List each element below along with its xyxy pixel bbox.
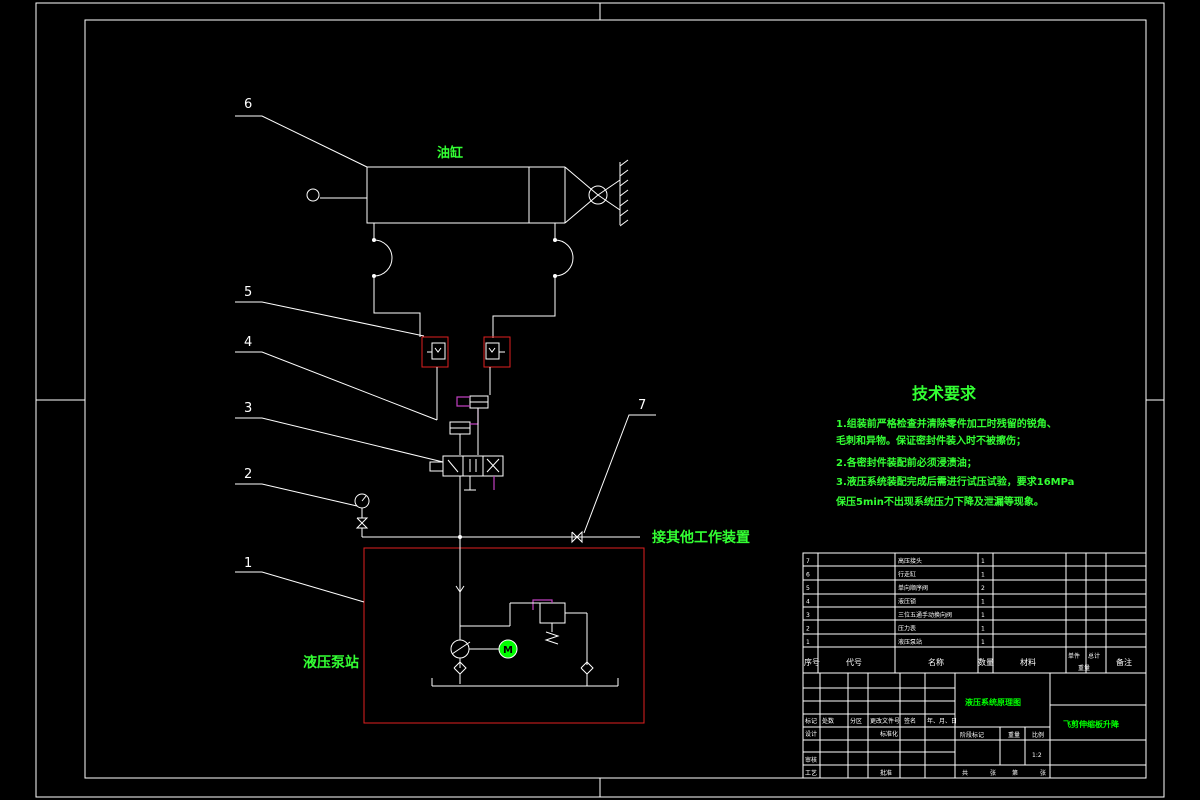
bom-row-name: 液压锁 [898, 598, 916, 606]
tb-mark-5: 年、月、日 [927, 717, 957, 725]
title-block [802, 672, 1147, 779]
tb-role-standard: 标准化 [880, 730, 898, 738]
callout-3: 3 [244, 401, 252, 416]
tb-mark-2: 分区 [850, 717, 862, 725]
tech-line-1: 1.组装前严格检查并清除零件加工时残留的锐角、 [836, 417, 1057, 430]
sequence-valve-right [483, 336, 511, 368]
pump-station-box [363, 547, 645, 724]
bom-row-no: 2 [806, 626, 810, 633]
tb-sheet-3: 张 [1040, 769, 1046, 777]
bom-row-name: 压力表 [898, 625, 916, 633]
product-name: 飞剪伸缩板升降 [1063, 719, 1120, 729]
tb-sheet-0: 共 [962, 769, 968, 777]
tb-mark-1: 处数 [822, 717, 834, 725]
tech-title: 技术要求 [912, 384, 977, 403]
bom-h-remark: 备注 [1116, 657, 1132, 667]
inner-frame [84, 19, 1147, 779]
tb-mark-0: 标记 [805, 717, 817, 725]
callout-5: 5 [244, 285, 252, 300]
motor: M [498, 639, 518, 659]
bom-h-qty: 数量 [978, 657, 994, 667]
bom-row-no: 6 [806, 572, 810, 579]
outer-frame [35, 2, 1165, 798]
tb-mark-3: 更改文件号 [870, 717, 900, 725]
tb-sheet-1: 张 [990, 769, 996, 777]
bom-h-weight: 重量 [1078, 664, 1090, 672]
tb-scale: 比例 [1032, 731, 1044, 739]
bom-row-no: 1 [806, 639, 810, 646]
hoses [372, 223, 574, 338]
bom-h-no: 序号 [804, 657, 820, 667]
tb-role-review: 审核 [805, 756, 817, 764]
tb-role-design: 设计 [805, 730, 817, 738]
callout-2: 2 [244, 467, 252, 482]
bom-h-total: 总计 [1088, 652, 1100, 660]
pressure-gauge [354, 493, 370, 537]
bom-row-qty: 1 [981, 639, 985, 646]
bom-row-no: 5 [806, 585, 810, 592]
tb-scale-value: 1:2 [1032, 752, 1042, 759]
bom-row-name: 单向顺序阀 [898, 584, 928, 592]
tb-weight: 重量 [1008, 731, 1020, 739]
to-other-device-label: 接其他工作装置 [652, 529, 750, 546]
bom-row-qty: 1 [981, 612, 985, 619]
hydraulic-cylinder [306, 159, 629, 227]
tb-role-approve: 批准 [880, 769, 892, 777]
tech-line-5: 保压5min不出现系统压力下降及泄漏等现象。 [835, 495, 1044, 508]
tech-line-4: 3.液压系统装配完成后需进行试压试验，要求16MPa [836, 475, 1074, 488]
bom-row-qty: 1 [981, 626, 985, 633]
bom-row-qty: 1 [981, 572, 985, 579]
tech-line-3: 2.各密封件装配前必须浸渍油； [836, 456, 977, 469]
bom-h-name: 名称 [928, 657, 944, 667]
bom-row-qty: 2 [981, 585, 985, 592]
leader-lines [235, 115, 656, 603]
bom-row-no: 4 [806, 599, 810, 606]
tech-line-2: 毛刺和异物。保证密封件装入时不被擦伤； [836, 434, 1026, 447]
bom-row-qty: 1 [981, 558, 985, 565]
pump-station-label: 液压泵站 [303, 654, 359, 671]
bom-row-name: 液压泵站 [898, 638, 922, 646]
motor-label: M [503, 645, 513, 656]
callout-4: 4 [244, 335, 252, 350]
bom-h-single: 单件 [1068, 652, 1080, 660]
callout-6: 6 [244, 97, 252, 112]
valve-7 [571, 530, 583, 544]
tb-role-process: 工艺 [805, 769, 817, 777]
bom-row-name: 高压接头 [898, 557, 922, 565]
cylinder-label: 油缸 [437, 145, 463, 161]
bom-row-no: 3 [806, 612, 810, 619]
bom-row-name: 三位五通手动换向阀 [898, 611, 952, 619]
tb-sheet-2: 第 [1012, 769, 1018, 777]
directional-valve [429, 455, 504, 536]
callout-1: 1 [244, 556, 252, 571]
tb-mark-4: 签名 [904, 717, 916, 725]
bom-h-material: 材料 [1020, 657, 1036, 667]
pump-station-internals [431, 537, 619, 687]
tb-stage: 阶段标记 [960, 731, 984, 739]
bom-row-name: 行走缸 [898, 571, 916, 579]
bom-h-code: 代号 [846, 657, 862, 667]
drawing-name: 液压系统原理图 [965, 697, 1021, 707]
bom-row-qty: 1 [981, 599, 985, 606]
hydraulic-lock [449, 395, 489, 455]
sequence-valve-left [421, 336, 449, 368]
bill-of-materials [802, 552, 1147, 674]
bom-rows: 7 高压接头 1 6 行走缸 1 5 单向顺序阀 2 4 液压锁 1 3 三位五通手动换向阀 1 2 压力表 1 1… [806, 557, 985, 646]
bom-row-no: 7 [806, 558, 810, 565]
callout-7: 7 [638, 398, 646, 413]
